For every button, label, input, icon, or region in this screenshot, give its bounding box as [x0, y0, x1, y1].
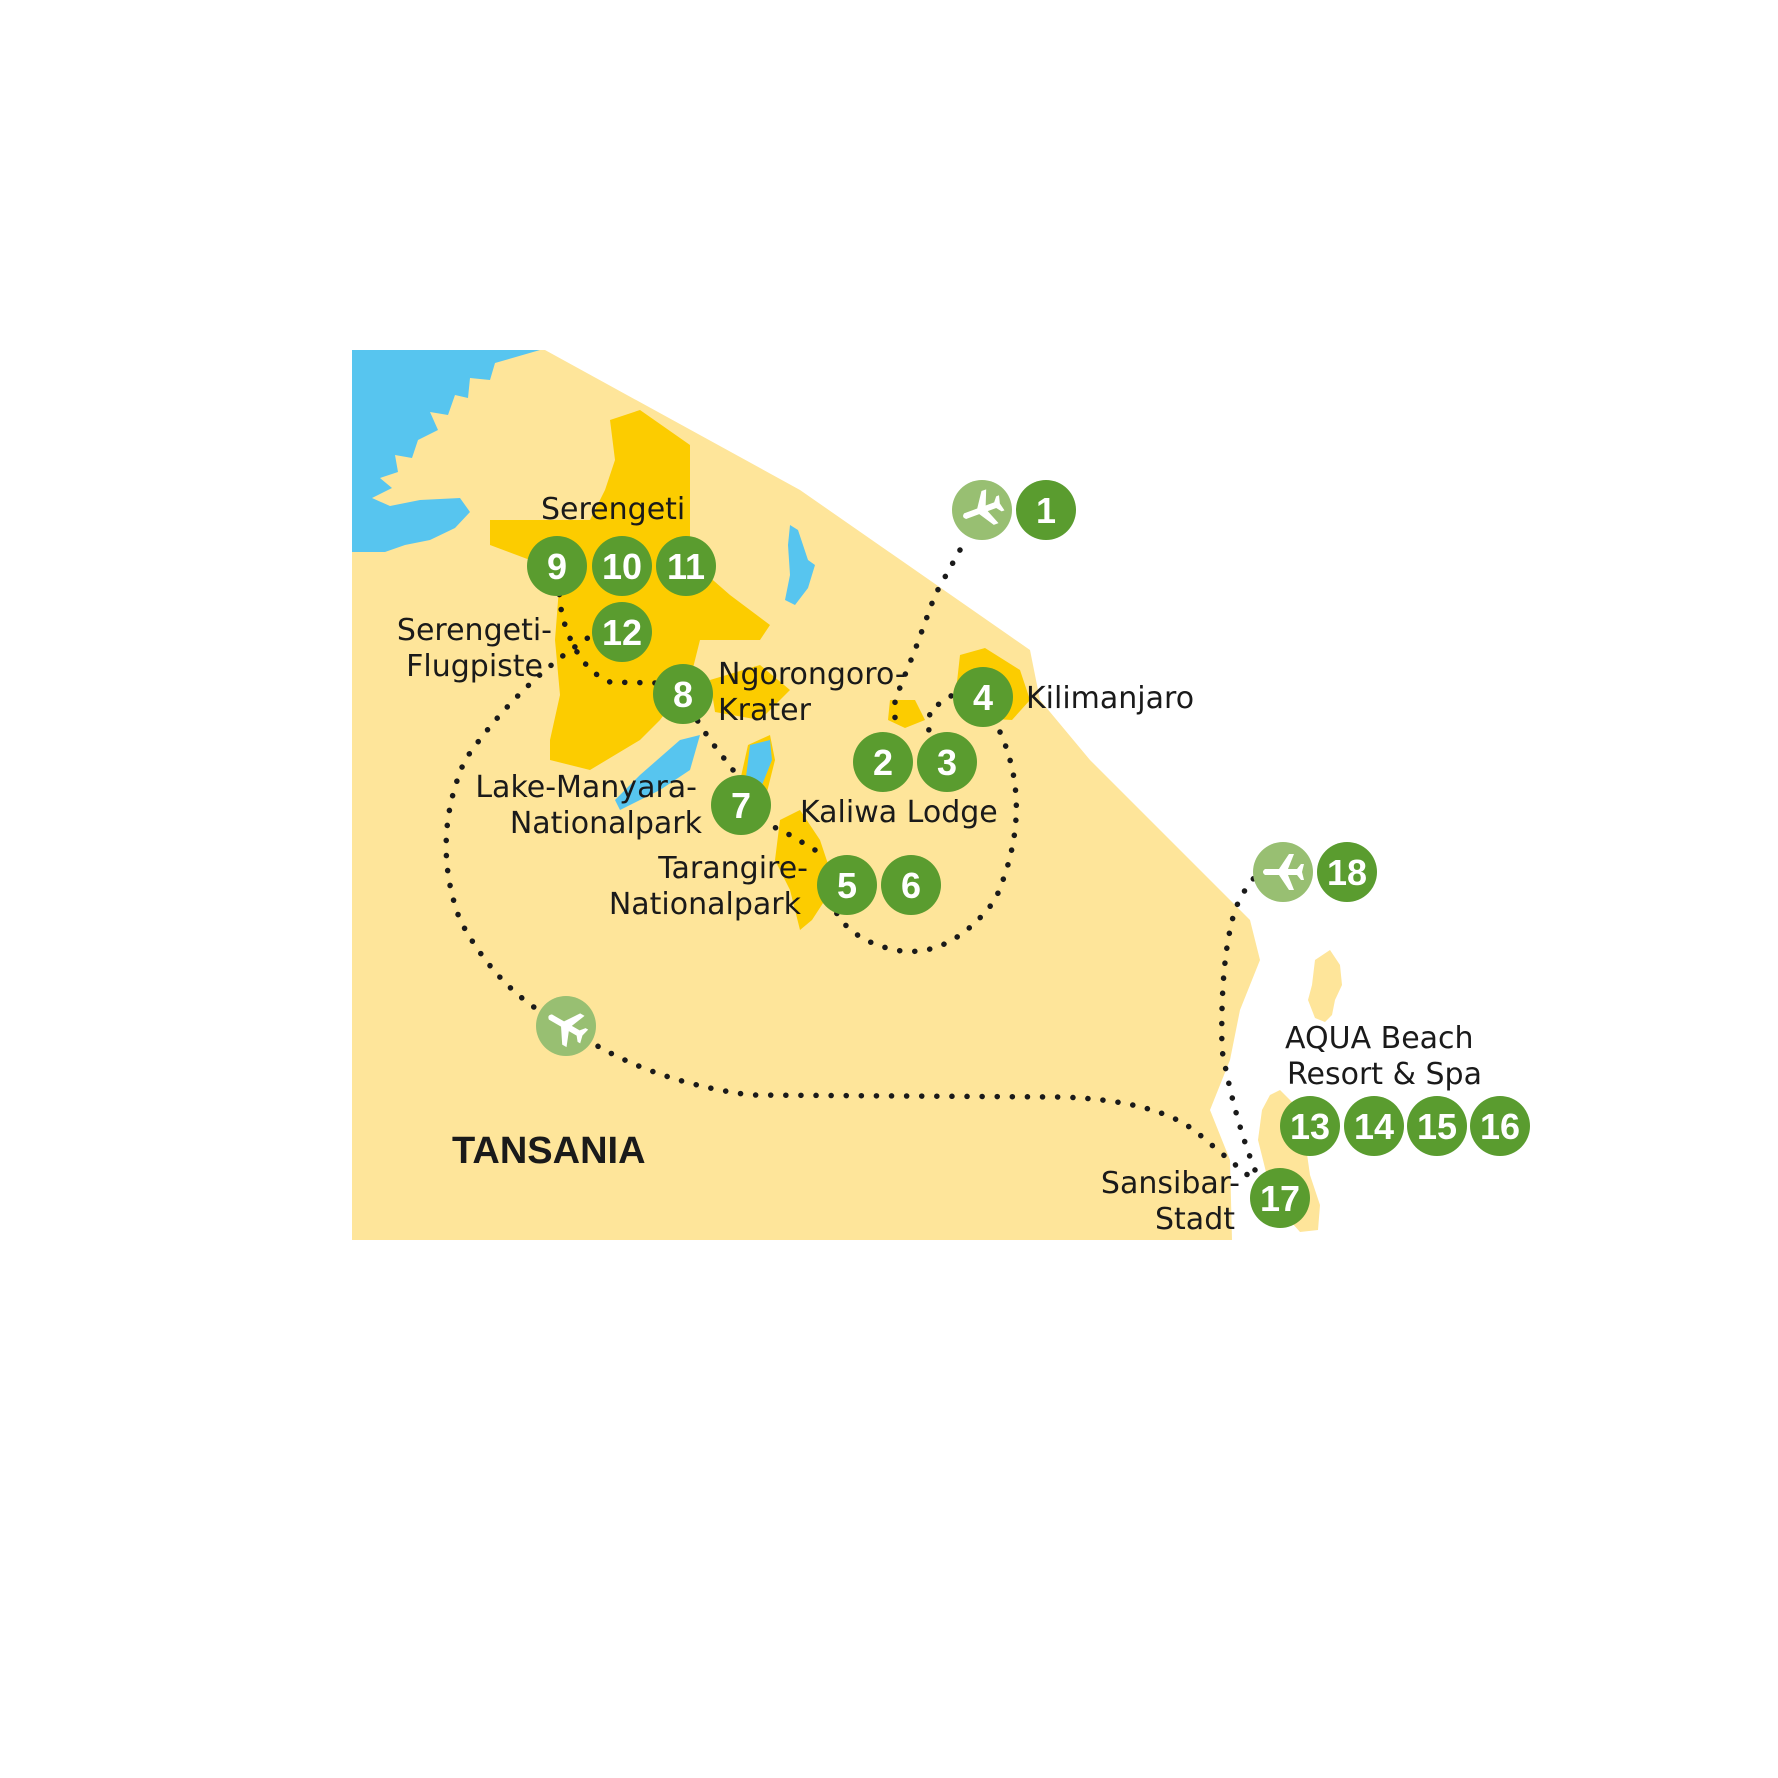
lake-victoria	[352, 350, 540, 552]
pemba-island	[1308, 950, 1342, 1022]
label-serengeti: Serengeti	[541, 492, 685, 527]
label-zanzibar-1: Sansibar-	[1101, 1166, 1240, 1201]
stop-marker-17: 17	[1250, 1168, 1310, 1228]
airplane-icon	[952, 480, 1012, 540]
tarangire-park	[775, 810, 830, 930]
stop-marker-18: 18	[1317, 842, 1377, 902]
route-ngorongoro-serengeti	[556, 567, 658, 686]
svg-text:10: 10	[602, 546, 642, 587]
label-kaliwa-lodge: Kaliwa Lodge	[800, 795, 998, 830]
svg-text:2: 2	[873, 742, 893, 783]
stop-marker-7: 7	[711, 775, 771, 835]
stop-marker-3: 3	[917, 732, 977, 792]
stop-marker-5: 5	[817, 855, 877, 915]
stop-marker-8: 8	[653, 664, 713, 724]
label-ngorongoro-2: Krater	[718, 693, 812, 728]
label-lake-manyara-2: Nationalpark	[510, 806, 703, 841]
svg-text:13: 13	[1290, 1106, 1330, 1147]
route-tarangire-manyara	[767, 822, 818, 853]
airplane-icon	[1253, 842, 1313, 902]
svg-text:15: 15	[1417, 1106, 1457, 1147]
stop-marker-11: 11	[656, 536, 716, 596]
stop-marker-13: 13	[1280, 1096, 1340, 1156]
stop-marker-1: 1	[1016, 480, 1076, 540]
svg-text:8: 8	[673, 674, 693, 715]
route-kilimanjaro-tarangire	[832, 729, 1019, 955]
label-zanzibar-2: Stadt	[1155, 1202, 1235, 1237]
label-kilimanjaro: Kilimanjaro	[1026, 681, 1194, 716]
stop-marker-9: 9	[527, 536, 587, 596]
label-serengeti-airstrip-2: Flugpiste	[406, 649, 543, 684]
svg-text:5: 5	[837, 865, 857, 906]
airplane-icon	[536, 996, 596, 1056]
stop-marker-4: 4	[953, 667, 1013, 727]
svg-text:7: 7	[731, 785, 751, 826]
ngorongoro-park	[710, 665, 790, 720]
route-zanzibar-departure	[1219, 867, 1265, 1173]
route-manyara-ngorongoro	[685, 703, 736, 773]
svg-text:17: 17	[1260, 1178, 1300, 1219]
svg-text:1: 1	[1036, 490, 1056, 531]
stop-marker-16: 16	[1470, 1096, 1530, 1156]
stop-marker-15: 15	[1407, 1096, 1467, 1156]
svg-text:4: 4	[973, 677, 993, 718]
route-lodge-kilimanjaro	[925, 687, 988, 748]
svg-text:18: 18	[1327, 852, 1367, 893]
svg-text:12: 12	[602, 612, 642, 653]
svg-text:11: 11	[667, 546, 705, 587]
label-aqua-beach-2: Resort & Spa	[1287, 1057, 1482, 1092]
label-tarangire-1: Tarangire-	[657, 851, 808, 886]
lake-natron	[785, 525, 815, 605]
arusha-park	[888, 700, 925, 728]
label-ngorongoro-1: Ngorongoro-	[718, 657, 906, 692]
svg-text:3: 3	[937, 742, 957, 783]
svg-text:6: 6	[901, 865, 921, 906]
label-lake-manyara-1: Lake-Manyara-	[475, 770, 697, 805]
label-aqua-beach-1: AQUA Beach	[1285, 1021, 1474, 1056]
stop-marker-12: 12	[592, 602, 652, 662]
stop-marker-14: 14	[1344, 1096, 1404, 1156]
stop-marker-6: 6	[881, 855, 941, 915]
stop-marker-10: 10	[592, 536, 652, 596]
label-serengeti-airstrip-1: Serengeti-	[397, 613, 552, 648]
svg-text:16: 16	[1480, 1106, 1520, 1147]
svg-text:9: 9	[547, 546, 567, 587]
stop-marker-2: 2	[853, 732, 913, 792]
country-label: TANSANIA	[452, 1130, 646, 1172]
label-tarangire-2: Nationalpark	[609, 887, 802, 922]
svg-text:14: 14	[1354, 1106, 1394, 1147]
lake-eyasi	[615, 735, 700, 810]
